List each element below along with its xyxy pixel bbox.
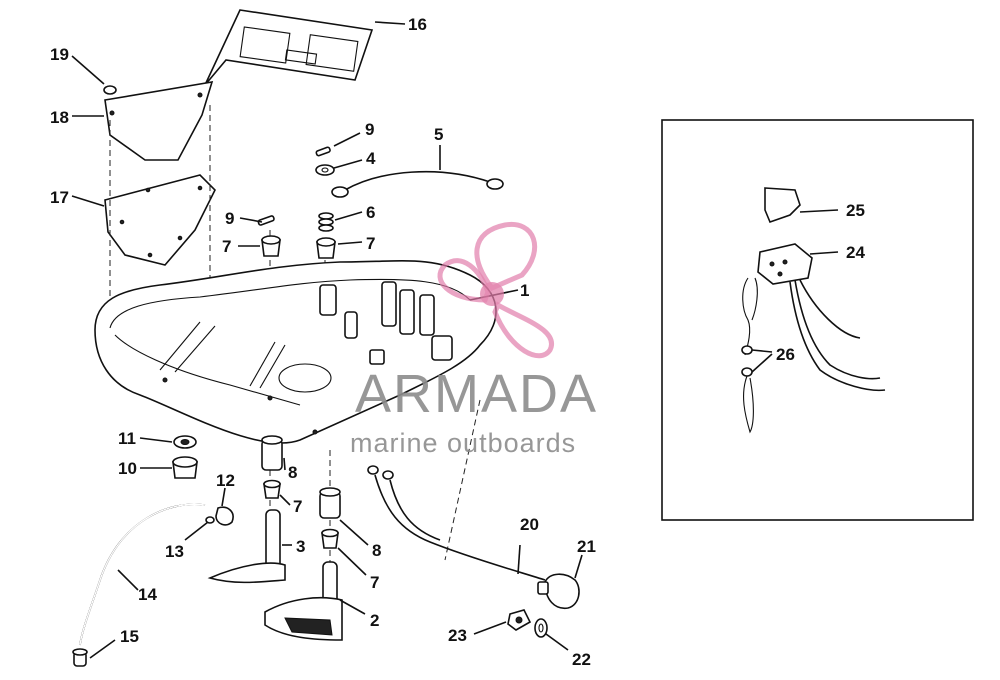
- gasket-part-17: [104, 174, 216, 266]
- washer-part-22: [534, 618, 548, 638]
- grommet-part-8b: [319, 487, 341, 519]
- callout-25: 25: [846, 201, 865, 220]
- callout-26: 26: [776, 345, 795, 364]
- watermark-brand: ARMADA: [355, 364, 598, 424]
- callout-9b: 9: [225, 209, 234, 228]
- washer-part-11: [173, 435, 197, 449]
- cable-part-5: [331, 170, 504, 198]
- callout-13: 13: [165, 542, 184, 561]
- callout-3: 3: [296, 537, 305, 556]
- plug-part-10: [172, 456, 198, 479]
- callout-4: 4: [366, 149, 376, 168]
- callout-7d: 7: [370, 573, 379, 592]
- hose-part-14: [79, 503, 206, 646]
- screw-part-13: [205, 516, 215, 524]
- switch-cable-part-20: [367, 465, 546, 581]
- callout-7b: 7: [366, 234, 375, 253]
- callout-16: 16: [408, 15, 427, 34]
- callout-24: 24: [846, 243, 865, 262]
- callout-14: 14: [138, 585, 157, 604]
- callouts: 16 19 18 17 9 4 5 6 7 9 7 1 11 10 8 12 7…: [50, 15, 865, 669]
- callout-10: 10: [118, 459, 137, 478]
- callout-8a: 8: [288, 463, 297, 482]
- callout-6: 6: [366, 203, 375, 222]
- clip-part-25: [764, 187, 801, 224]
- grommet-part-7a: [261, 235, 281, 257]
- screw-part-19: [103, 85, 117, 95]
- washer-part-4: [315, 164, 335, 176]
- gasket-part-16: [204, 9, 374, 86]
- nut-part-23: [507, 609, 532, 631]
- fitting-part-15: [72, 648, 88, 667]
- watermark-tagline: marine outboards: [350, 428, 576, 458]
- callout-9a: 9: [365, 120, 374, 139]
- propeller-logo-icon: [437, 222, 555, 359]
- callout-15: 15: [120, 627, 139, 646]
- inset-detail-box: [661, 119, 974, 521]
- callout-21: 21: [577, 537, 596, 556]
- callout-19: 19: [50, 45, 69, 64]
- callout-8b: 8: [372, 541, 381, 560]
- callout-22: 22: [572, 650, 591, 669]
- switch-part-21: [537, 573, 580, 609]
- callout-18: 18: [50, 108, 69, 127]
- callout-17: 17: [50, 188, 69, 207]
- callout-7a: 7: [222, 237, 231, 256]
- callout-20: 20: [520, 515, 539, 534]
- callout-11: 11: [118, 429, 136, 448]
- spring-part-6: [318, 212, 334, 232]
- callout-1: 1: [520, 281, 529, 300]
- bracket-part-3: [207, 509, 286, 584]
- grommet-part-7b: [316, 237, 336, 259]
- pin-part-9a: [315, 146, 331, 157]
- armada-watermark: ARMADA marine outboards: [350, 222, 598, 458]
- cover-plate-part-18: [104, 80, 214, 161]
- switch-box-part-24: [757, 243, 886, 392]
- grommet-part-7c: [263, 479, 281, 499]
- callout-5: 5: [434, 125, 443, 144]
- pin-part-9b: [257, 215, 275, 226]
- bracket-part-2: [264, 561, 343, 641]
- fitting-part-12: [215, 506, 234, 526]
- callout-7c: 7: [293, 497, 302, 516]
- lanyard-part-26: [741, 277, 758, 434]
- callout-12: 12: [216, 471, 235, 490]
- grommet-part-7d: [321, 528, 339, 549]
- callout-23: 23: [448, 626, 467, 645]
- callout-2: 2: [370, 611, 379, 630]
- grommet-part-8a: [261, 435, 283, 471]
